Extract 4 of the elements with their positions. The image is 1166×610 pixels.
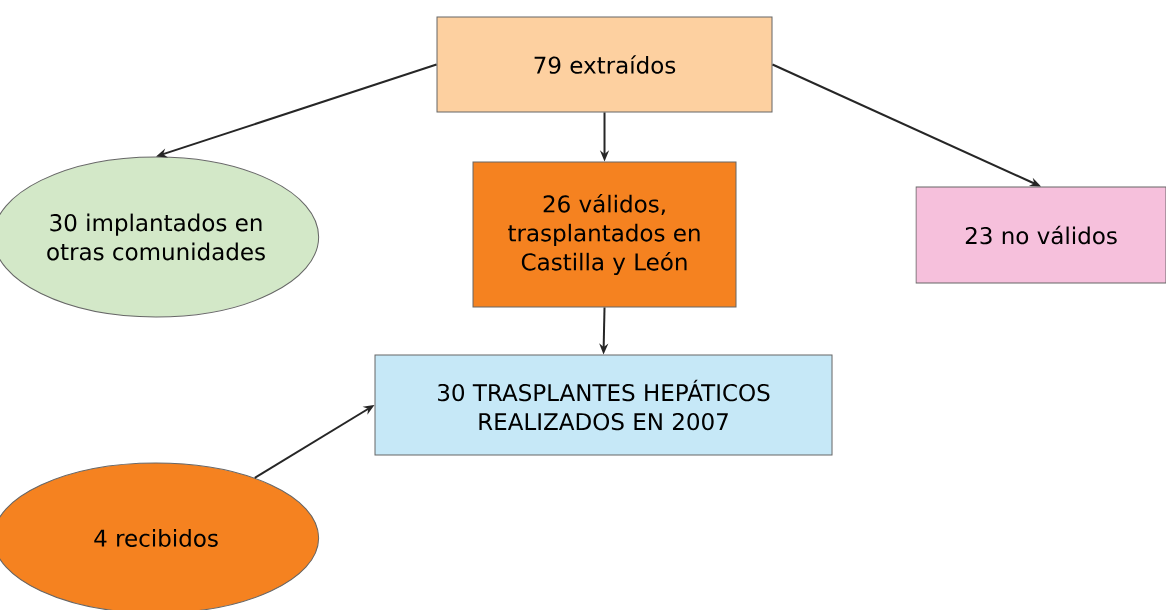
process-box: 30 TRASPLANTES HEPÁTICOS REALIZADOS EN 2007 [374,354,833,456]
process-box: 23 no válidos [915,186,1166,284]
process-box: 26 válidos, trasplantados en Castilla y León [472,161,737,308]
process-box: 79 extraídos [436,16,773,113]
